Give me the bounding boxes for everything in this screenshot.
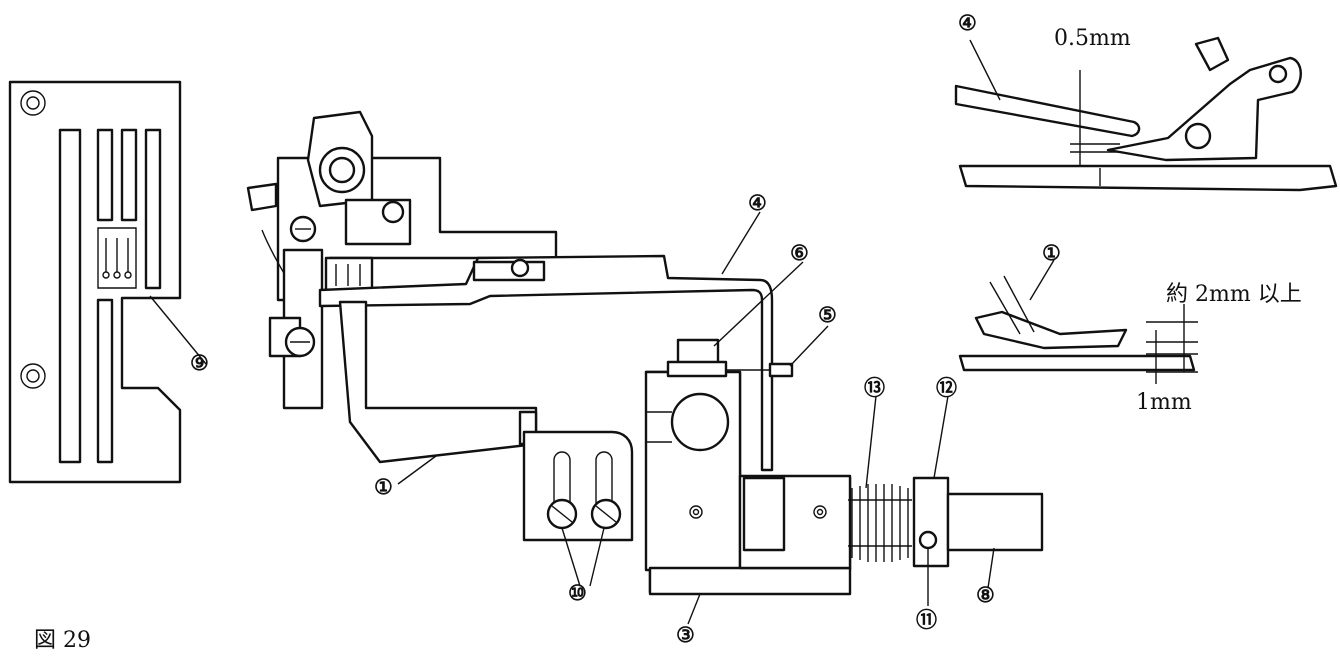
callout-3: ③ [676,622,695,647]
leader-lines [149,39,1055,625]
detail-callout-4: ④ [958,10,977,35]
callout-5: ⑤ [818,302,837,327]
callout-12: ⑫ [936,375,957,400]
callout-8: ⑧ [976,582,995,607]
spring [848,484,912,562]
figure-label: 図 29 [34,628,91,653]
needle-plate [8,80,182,484]
dimension-gap: 0.5mm [1054,26,1131,51]
detail-top [954,36,1338,192]
dimension-clearance: 約 2mm 以上 [1166,282,1302,307]
detail-callout-1: ① [1042,240,1061,265]
callout-10: ⑩ [568,580,587,605]
dimension-height: 1mm [1136,390,1192,415]
callout-13: ⑬ [864,375,885,400]
callout-6: ⑥ [790,240,809,265]
main-assembly [246,110,1044,596]
callout-11: ⑪ [916,607,937,632]
callout-4: ④ [748,190,767,215]
callout-1: ① [374,474,393,499]
detail-middle [958,275,1198,384]
callout-9: ⑨ [190,350,209,375]
